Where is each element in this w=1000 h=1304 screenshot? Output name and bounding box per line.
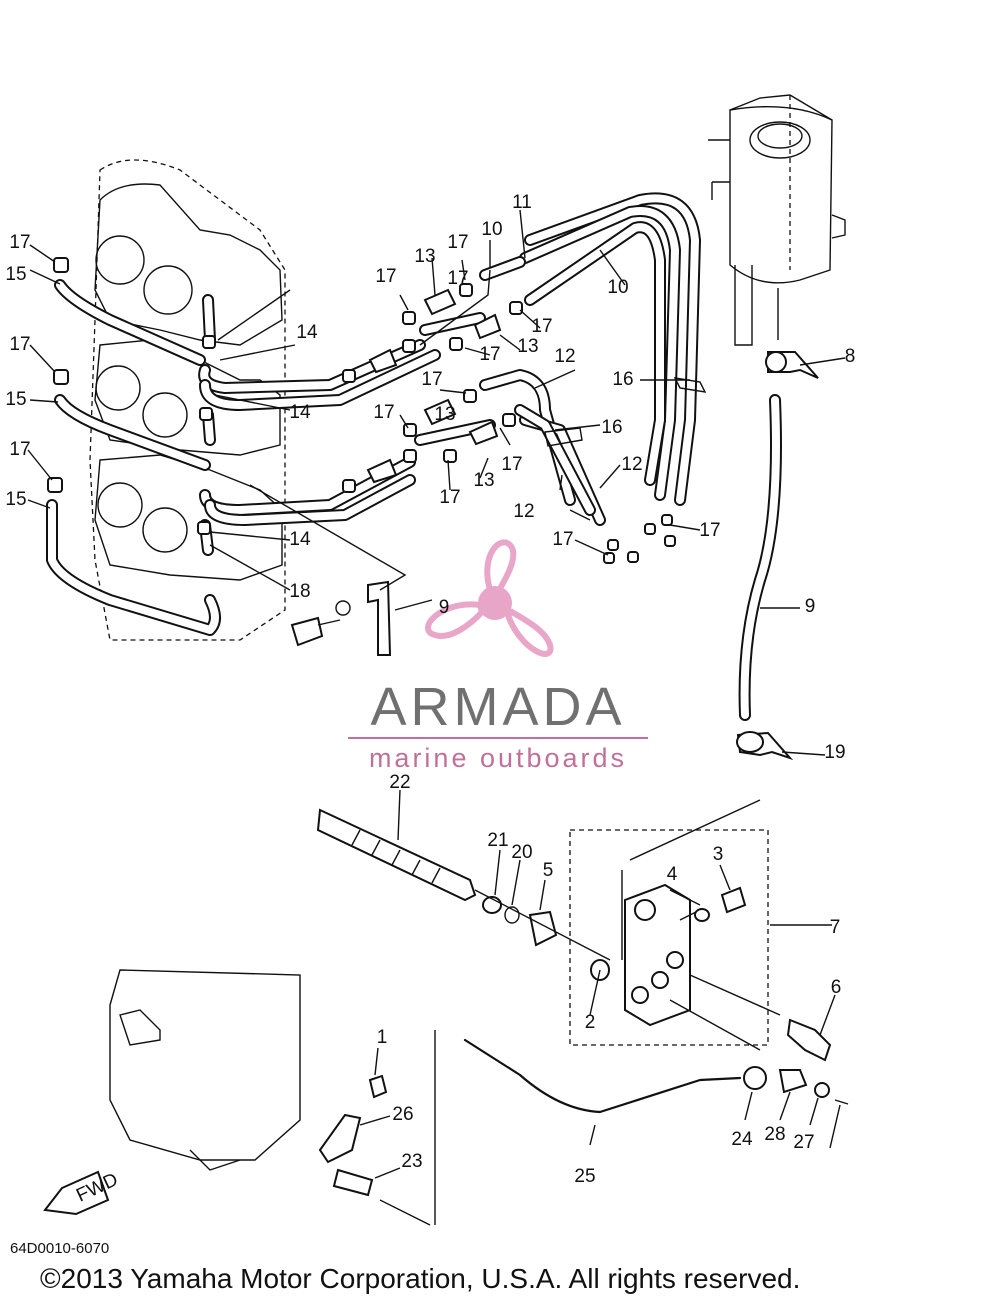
callout-9: 9 (439, 597, 450, 618)
callout-14: 14 (289, 402, 311, 423)
copyright-notice: ©2013 Yamaha Motor Corporation, U.S.A. A… (40, 1263, 801, 1294)
callout-9: 9 (805, 596, 816, 617)
callout-17: 17 (447, 268, 468, 289)
callout-22: 22 (389, 772, 410, 793)
lower-assembly (43, 969, 849, 1226)
propeller-blade-top (484, 539, 517, 596)
callout-19: 19 (824, 742, 845, 763)
callout-17: 17 (699, 520, 720, 541)
callout-17: 17 (501, 454, 522, 475)
callout-10: 10 (481, 219, 502, 240)
oil-hose-bundle (46, 192, 701, 636)
callout-17: 17 (479, 344, 500, 365)
callout-20: 20 (511, 842, 532, 863)
callout-4: 4 (667, 864, 678, 885)
oil-tank (708, 94, 846, 346)
callout-3: 3 (713, 844, 724, 865)
callout-27: 27 (793, 1132, 814, 1153)
armada-logo: ARMADA marine outboards (348, 539, 648, 773)
callout-1: 1 (377, 1027, 388, 1048)
propeller-blade-left (425, 601, 486, 639)
drive-shaft (316, 808, 611, 961)
callout-25: 25 (574, 1166, 595, 1187)
callout-28: 28 (764, 1124, 785, 1145)
callout-10: 10 (607, 277, 628, 298)
hose-clips (47, 257, 707, 564)
callout-21: 21 (487, 830, 508, 851)
callout-17: 17 (531, 316, 552, 337)
callout-15: 15 (5, 389, 26, 410)
callout-2: 2 (585, 1012, 596, 1033)
callout-11: 11 (512, 192, 532, 213)
callout-17: 17 (9, 232, 30, 253)
callout-18: 18 (289, 581, 310, 602)
callout-17: 17 (447, 232, 468, 253)
propeller-hub (478, 586, 512, 620)
callout-15: 15 (5, 489, 26, 510)
callout-24: 24 (731, 1129, 753, 1150)
callout-13: 13 (414, 246, 435, 267)
oil-pump (569, 799, 832, 1062)
callout-17: 17 (439, 487, 460, 508)
callout-15: 15 (5, 264, 26, 285)
callout-14: 14 (289, 529, 311, 550)
callout-17: 17 (9, 439, 30, 460)
callout-16: 16 (612, 369, 633, 390)
logo-wordmark: ARMADA (370, 677, 625, 737)
callout-12: 12 (554, 346, 575, 367)
bracket-assembly (249, 484, 407, 656)
callout-13: 13 (517, 336, 538, 357)
callout-17: 17 (375, 266, 396, 287)
callout-17: 17 (373, 402, 394, 423)
callout-17: 17 (552, 529, 573, 550)
callout-17: 17 (421, 369, 442, 390)
oil-hose-8 (736, 288, 819, 761)
callout-13: 13 (473, 470, 494, 491)
diagram-code: 64D0010-6070 (10, 1240, 110, 1257)
callout-13: 13 (434, 404, 455, 425)
callout-26: 26 (392, 1104, 413, 1125)
callout-12: 12 (513, 501, 534, 522)
callout-8: 8 (845, 346, 856, 367)
callout-6: 6 (831, 977, 842, 998)
leader-lines (27, 209, 846, 1179)
callout-12: 12 (621, 454, 642, 475)
callout-14: 14 (296, 322, 318, 343)
callout-7: 7 (830, 917, 841, 938)
callout-16: 16 (601, 417, 622, 438)
callout-23: 23 (401, 1151, 422, 1172)
callout-17: 17 (9, 334, 30, 355)
propeller-blade-right (504, 608, 554, 657)
callout-5: 5 (543, 860, 554, 881)
logo-tagline: marine outboards (369, 743, 627, 773)
